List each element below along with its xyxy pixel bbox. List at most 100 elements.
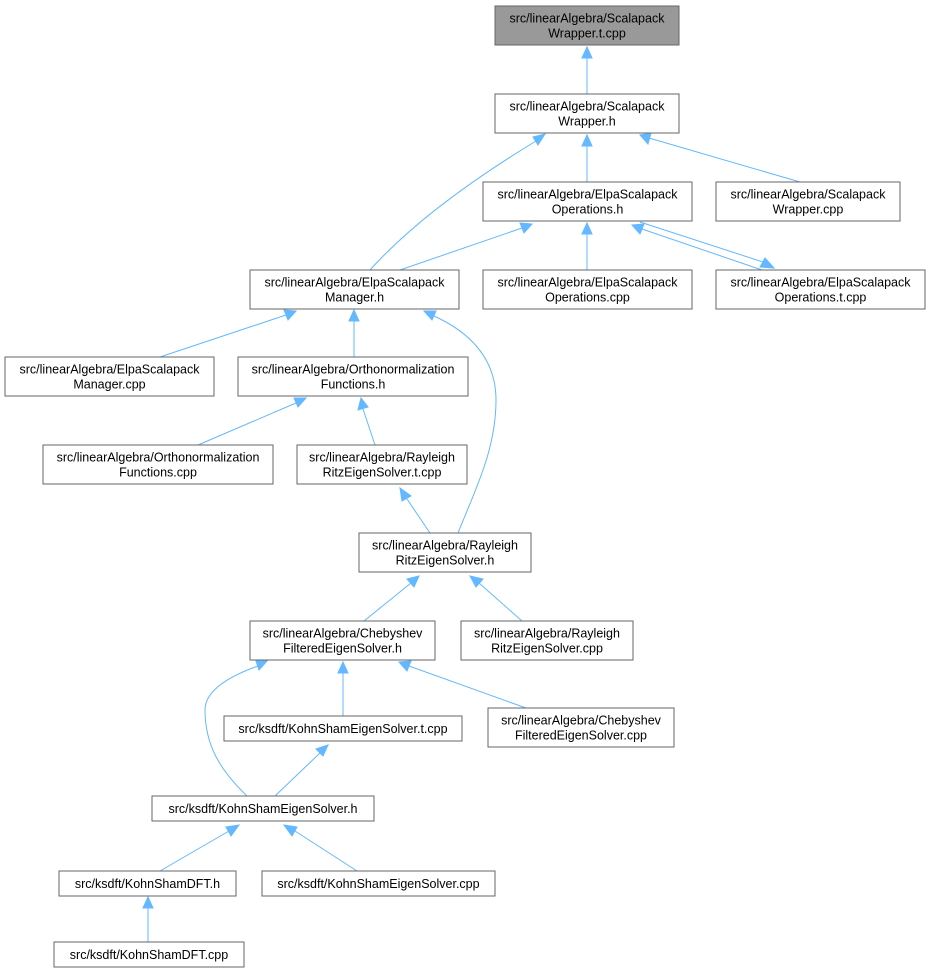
node-box[interactable] <box>42 444 274 485</box>
edge-arrowhead <box>282 824 298 837</box>
edge-arrowhead <box>283 309 298 321</box>
node-label-line: Functions.cpp <box>119 466 197 480</box>
edge-rr_h-to-elpa_mgr_h <box>422 310 497 534</box>
edge-ks_t_cpp-to-cheb_h <box>337 660 349 716</box>
node-label-line: src/ksdft/KohnShamEigenSolver.t.cpp <box>238 722 447 736</box>
edge-line <box>294 830 358 872</box>
node-rr-h[interactable]: src/linearAlgebra/RayleighRitzEigenSolve… <box>358 532 532 573</box>
node-label-line: FilteredEigenSolver.h <box>283 642 402 656</box>
node-label-line: Wrapper.t.cpp <box>548 27 626 41</box>
node-box[interactable] <box>151 795 375 822</box>
edge-arrowhead <box>469 575 484 588</box>
edge-ksdft_cpp-to-ksdft_h <box>142 895 154 942</box>
edge-arrowhead <box>630 223 645 235</box>
edge-elpa_mgr_h-to-elpa_ops_h <box>399 222 534 271</box>
node-elpa-mgr-cpp[interactable]: src/linearAlgebra/ElpaScalapackManager.c… <box>4 356 215 397</box>
edge-line <box>641 228 763 271</box>
edge-line <box>159 314 287 358</box>
edge-arrowhead <box>348 308 360 322</box>
edge-ks_h-to-ks_t_cpp <box>274 744 329 797</box>
node-box[interactable] <box>58 870 237 897</box>
node-ksdft-h[interactable]: src/ksdft/KohnShamDFT.h <box>58 870 237 897</box>
node-label-line: Functions.h <box>321 378 386 392</box>
edge-rr_t_cpp-to-ortho_h <box>357 396 376 446</box>
node-box[interactable] <box>4 356 215 397</box>
edge-line <box>159 830 230 872</box>
node-box[interactable] <box>715 181 901 222</box>
node-box[interactable] <box>237 356 469 397</box>
node-elpa-ops-cpp[interactable]: src/linearAlgebra/ElpaScalapackOperation… <box>482 269 693 310</box>
node-cheb-cpp[interactable]: src/linearAlgebra/ChebyshevFilteredEigen… <box>487 707 675 748</box>
edge-line <box>399 227 523 271</box>
node-label-line: src/ksdft/KohnShamEigenSolver.h <box>169 802 358 816</box>
edge-arrowhead <box>293 397 308 408</box>
node-ks-cpp[interactable]: src/ksdft/KohnShamEigenSolver.cpp <box>261 870 496 897</box>
node-elpa-ops-t-cpp[interactable]: src/linearAlgebra/ElpaScalapackOperation… <box>715 269 926 310</box>
node-box[interactable] <box>487 707 675 748</box>
edge-arrowhead <box>399 486 412 502</box>
node-box[interactable] <box>482 181 693 222</box>
edge-wrapper_cpp-to-wrapper_h <box>639 132 801 183</box>
edge-ortho_cpp-to-ortho_h <box>197 397 308 446</box>
node-ksdft-cpp[interactable]: src/ksdft/KohnShamDFT.cpp <box>53 941 245 968</box>
node-box[interactable] <box>494 5 680 46</box>
node-label-line: src/linearAlgebra/Scalapack <box>510 12 666 26</box>
node-label-line: src/linearAlgebra/Chebyshev <box>263 627 424 641</box>
edge-line <box>204 665 259 797</box>
node-ks-h[interactable]: src/ksdft/KohnShamEigenSolver.h <box>151 795 375 822</box>
node-label-line: Operations.cpp <box>545 291 630 305</box>
node-rr-cpp[interactable]: src/linearAlgebra/RayleighRitzEigenSolve… <box>460 620 634 661</box>
edge-elpa_mgr_h-to-wrapper_h <box>369 133 547 271</box>
node-label-line: RitzEigenSolver.cpp <box>491 642 603 656</box>
node-ortho-cpp[interactable]: src/linearAlgebra/OrthonormalizationFunc… <box>42 444 274 485</box>
edge-arrowhead <box>142 895 154 909</box>
edge-arrowhead <box>255 660 269 671</box>
node-box[interactable] <box>223 715 463 742</box>
edge-arrowhead <box>519 222 534 234</box>
edge-line <box>363 582 412 622</box>
node-box[interactable] <box>482 269 693 310</box>
edge-line <box>369 140 537 271</box>
node-label-line: src/linearAlgebra/ElpaScalapack <box>731 276 912 290</box>
node-label-line: Operations.h <box>552 203 624 217</box>
node-box[interactable] <box>494 93 680 134</box>
edge-ks_h-to-cheb_h <box>204 660 269 797</box>
node-box[interactable] <box>249 620 436 661</box>
node-box[interactable] <box>460 620 634 661</box>
edge-ksdft_h-to-ks_h <box>159 824 241 872</box>
edge-arrowhead <box>357 396 369 411</box>
edge-line <box>639 221 764 263</box>
node-label-line: RitzEigenSolver.t.cpp <box>323 466 442 480</box>
node-box[interactable] <box>715 269 926 310</box>
edge-line <box>197 402 297 446</box>
node-box[interactable] <box>261 870 496 897</box>
edge-line <box>406 498 431 534</box>
edge-arrowhead <box>581 133 593 147</box>
node-cheb-h[interactable]: src/linearAlgebra/ChebyshevFilteredEigen… <box>249 620 436 661</box>
node-box[interactable] <box>249 269 460 310</box>
edge-arrowhead <box>639 132 652 146</box>
edge-elpa_ops_cpp-to-elpa_ops_h <box>581 221 593 270</box>
node-label-line: src/linearAlgebra/Scalapack <box>731 188 887 202</box>
node-box[interactable] <box>296 444 468 485</box>
node-ortho-h[interactable]: src/linearAlgebra/OrthonormalizationFunc… <box>237 356 469 397</box>
node-box[interactable] <box>53 941 245 968</box>
node-label-line: RitzEigenSolver.h <box>396 554 495 568</box>
node-elpa-ops-h[interactable]: src/linearAlgebra/ElpaScalapackOperation… <box>482 181 693 222</box>
edge-elpa_ops_t_cpp-to-elpa_ops_h <box>630 223 763 271</box>
edge-arrowhead <box>406 575 420 588</box>
node-label-line: src/linearAlgebra/ElpaScalapack <box>20 363 201 377</box>
node-rr-t-cpp[interactable]: src/linearAlgebra/RayleighRitzEigenSolve… <box>296 444 468 485</box>
node-box[interactable] <box>358 532 532 573</box>
node-ks-t-cpp[interactable]: src/ksdft/KohnShamEigenSolver.t.cpp <box>223 715 463 742</box>
node-label-line: src/linearAlgebra/ElpaScalapack <box>265 276 446 290</box>
edge-elpa_mgr_cpp-to-elpa_mgr_h <box>159 309 298 358</box>
edge-cheb_h-to-rr_h <box>363 575 420 622</box>
edge-rr_h-to-rr_t_cpp <box>399 486 431 534</box>
edge-arrowhead <box>337 660 349 674</box>
